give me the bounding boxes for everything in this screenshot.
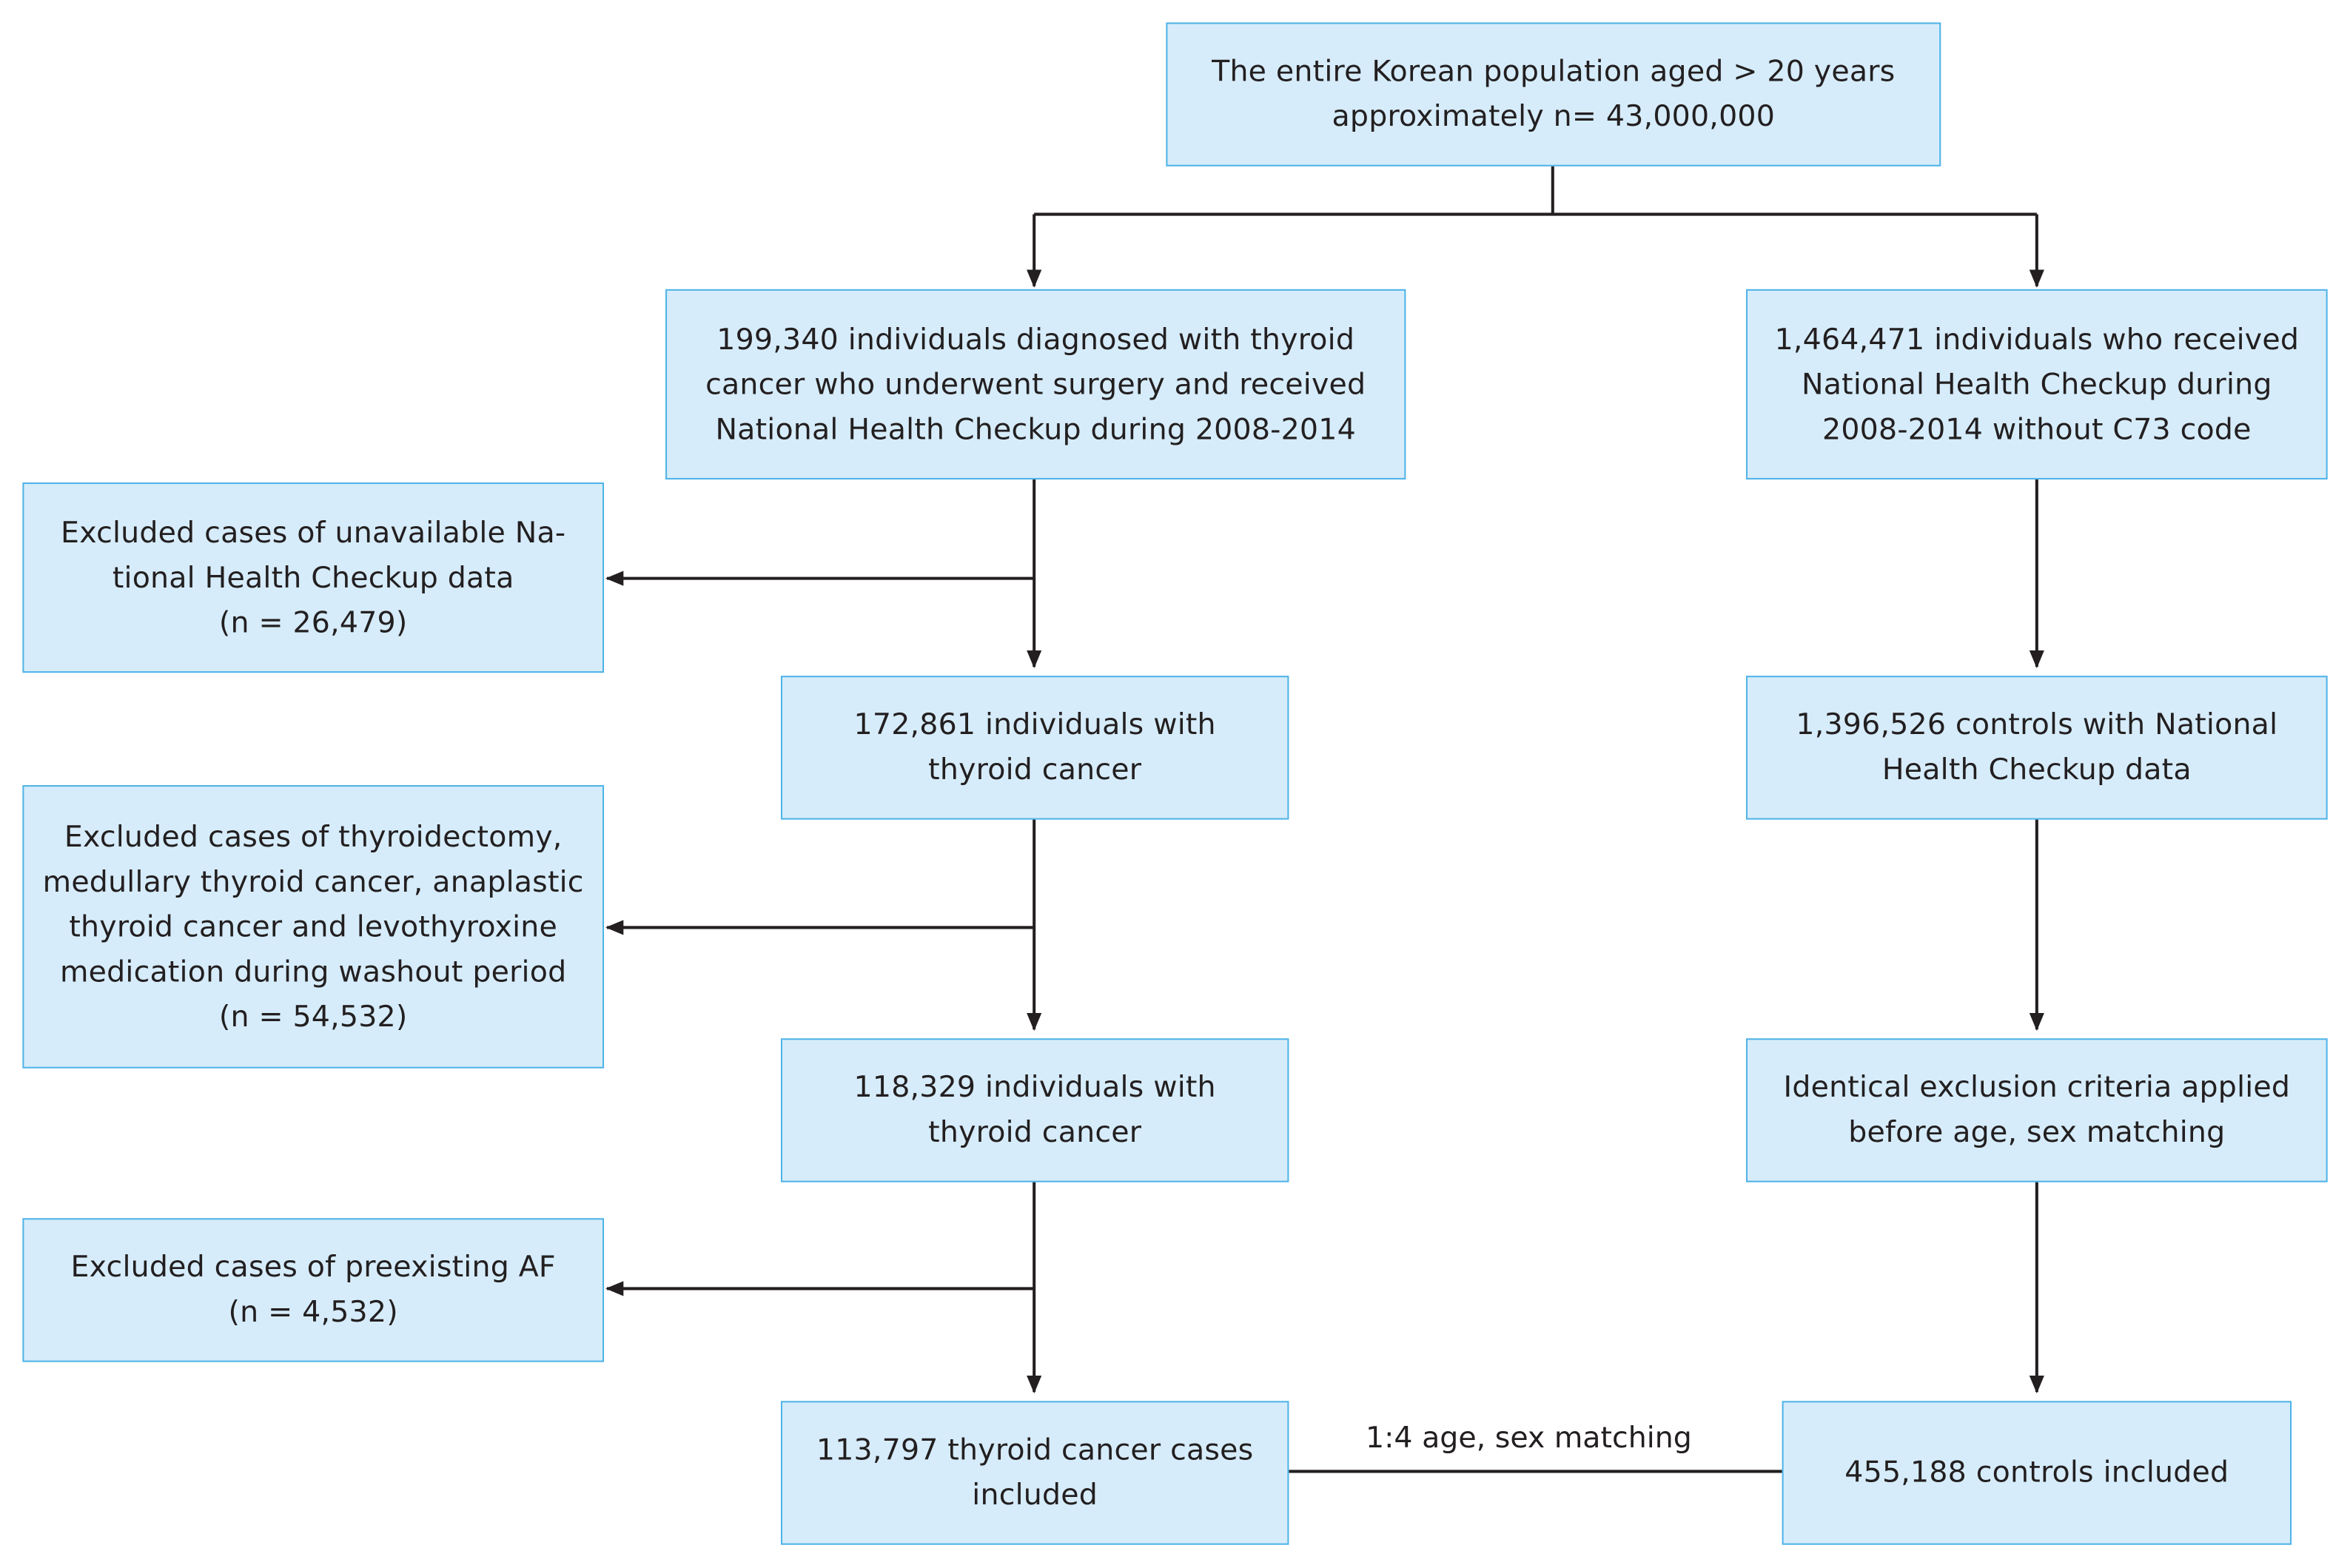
excluded-washout-box: Excluded cases of thyroidectomy, medulla…: [22, 785, 605, 1069]
matching-label: 1:4 age, sex matching: [1366, 1420, 1692, 1456]
controls-checkup-text: 1,464,471 individuals who received Natio…: [1774, 321, 2300, 446]
excluded-checkup-text: Excluded cases of unavailable Na- tional…: [61, 514, 566, 639]
population-text: The entire Korean population aged > 20 y…: [1212, 53, 1896, 134]
excluded-af-box: Excluded cases of preexisting AF (n = 4,…: [22, 1218, 605, 1362]
controls-1396-box: 1,396,526 controls with National Health …: [1746, 676, 2328, 820]
cases-118-box: 118,329 individuals with thyroid cancer: [780, 1038, 1289, 1182]
cases-diagnosed-text: 199,340 individuals diagnosed with thyro…: [705, 321, 1366, 446]
controls-included-box: 455,188 controls included: [1782, 1401, 2292, 1545]
cases-included-box: 113,797 thyroid cancer cases included: [780, 1401, 1289, 1545]
population-box: The entire Korean population aged > 20 y…: [1166, 22, 1941, 166]
controls-identical-box: Identical exclusion criteria applied bef…: [1746, 1038, 2328, 1182]
controls-identical-text: Identical exclusion criteria applied bef…: [1783, 1069, 2291, 1150]
controls-checkup-box: 1,464,471 individuals who received Natio…: [1746, 289, 2328, 480]
cases-172-text: 172,861 individuals with thyroid cancer: [853, 707, 1216, 787]
cases-118-text: 118,329 individuals with thyroid cancer: [853, 1069, 1216, 1150]
excluded-af-text: Excluded cases of preexisting AF (n = 4,…: [70, 1249, 556, 1330]
cases-included-text: 113,797 thyroid cancer cases included: [816, 1432, 1254, 1513]
cases-diagnosed-box: 199,340 individuals diagnosed with thyro…: [665, 289, 1406, 480]
excluded-checkup-box: Excluded cases of unavailable Na- tional…: [22, 482, 605, 673]
excluded-washout-text: Excluded cases of thyroidectomy, medulla…: [42, 818, 584, 1034]
controls-included-text: 455,188 controls included: [1844, 1455, 2229, 1490]
controls-1396-text: 1,396,526 controls with National Health …: [1796, 707, 2278, 787]
cases-172-box: 172,861 individuals with thyroid cancer: [780, 676, 1289, 820]
